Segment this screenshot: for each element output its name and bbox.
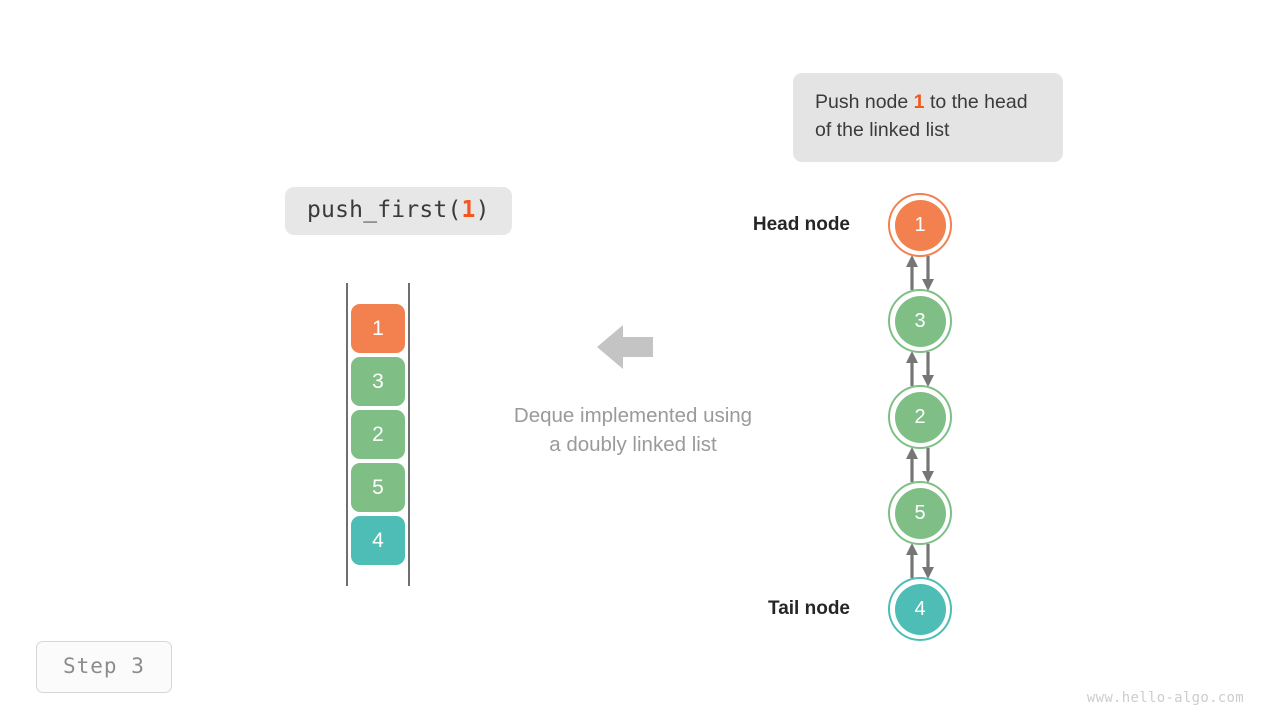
deque-cell-value: 2	[372, 422, 384, 446]
linked-list-node-disc: 3	[894, 295, 946, 347]
linked-list-node-value: 2	[914, 405, 926, 428]
callout-prefix: Push node	[815, 91, 914, 113]
node-link-pair	[888, 255, 952, 291]
deque-cell-value: 5	[372, 475, 384, 499]
linked-list-node-disc: 1	[894, 199, 946, 251]
linked-list-node-value: 3	[914, 309, 926, 332]
deque-cell-list: 1 3 2 5 4	[351, 304, 405, 569]
deque-cell: 3	[351, 357, 405, 406]
node-link-pair	[888, 351, 952, 387]
doubly-linked-list: 1 3 2 5 4	[888, 193, 952, 643]
linked-list-node: 1	[888, 193, 952, 257]
linked-list-node: 2	[888, 385, 952, 449]
callout-suffix: to the head of the linked list	[815, 91, 1028, 141]
linked-list-node-disc: 2	[894, 391, 946, 443]
linked-list-node: 4	[888, 577, 952, 641]
function-call-chip: push_first(1)	[285, 187, 512, 235]
callout-highlight-value: 1	[913, 91, 925, 113]
function-open-paren: (	[447, 197, 462, 223]
linked-list-node-value: 1	[914, 213, 926, 236]
watermark: www.hello-algo.com	[1086, 690, 1244, 706]
deque-cell: 5	[351, 463, 405, 512]
deque-cell-value: 4	[372, 528, 384, 552]
deque-rail-left	[346, 283, 348, 586]
deque-cell-value: 1	[372, 316, 384, 340]
left-arrow-icon	[597, 323, 653, 371]
linked-list-node: 3	[888, 289, 952, 353]
deque-cell: 1	[351, 304, 405, 353]
caption-line-1: Deque implemented using	[513, 404, 753, 427]
linked-list-node-disc: 5	[894, 487, 946, 539]
deque-array: 1 3 2 5 4	[346, 283, 410, 586]
step-badge: Step 3	[36, 641, 172, 693]
linked-list-node-value: 5	[914, 501, 926, 524]
function-argument: 1	[461, 197, 476, 223]
callout-bubble: Push node 1 to the head of the linked li…	[793, 73, 1063, 163]
function-name: push_first	[307, 197, 448, 223]
deque-cell: 4	[351, 516, 405, 565]
linked-list-node-value: 4	[914, 597, 926, 620]
node-link-pair	[888, 447, 952, 483]
linked-list-node-disc: 4	[894, 583, 946, 635]
function-close-paren: )	[475, 197, 490, 223]
caption-line-2: a doubly linked list	[549, 433, 717, 457]
diagram-caption: Deque implemented using a doubly linked …	[453, 401, 813, 460]
deque-rail-right	[408, 283, 410, 586]
tail-node-label: Tail node	[768, 598, 850, 619]
head-node-label: Head node	[752, 214, 850, 235]
node-link-pair	[888, 543, 952, 579]
deque-cell-value: 3	[372, 369, 384, 393]
linked-list-node: 5	[888, 481, 952, 545]
deque-cell: 2	[351, 410, 405, 459]
